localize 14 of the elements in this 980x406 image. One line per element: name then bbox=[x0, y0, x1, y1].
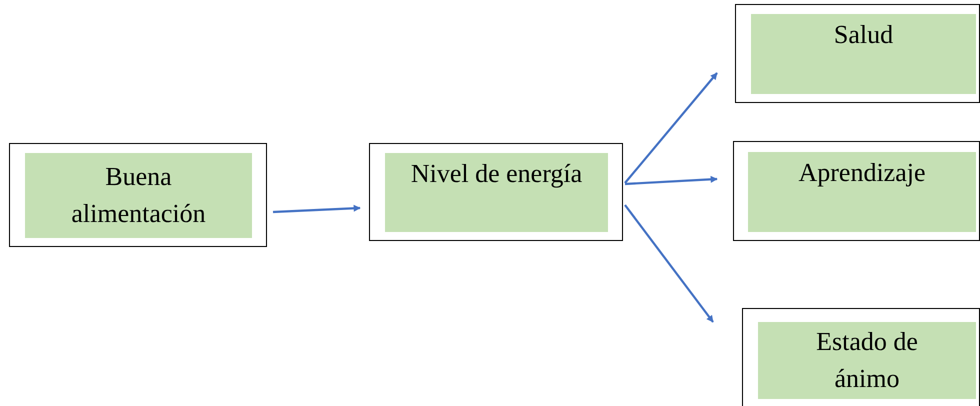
process-box bbox=[733, 141, 980, 241]
arrow bbox=[624, 204, 714, 323]
process-box bbox=[369, 143, 623, 241]
arrow bbox=[624, 72, 718, 184]
node-label: Nivel de energía bbox=[410, 158, 582, 190]
node-label: Salud bbox=[834, 19, 894, 51]
node-label: Estado de ánimo bbox=[815, 326, 919, 394]
process-box bbox=[9, 143, 267, 247]
process-box bbox=[742, 308, 980, 406]
process-box bbox=[735, 4, 980, 103]
arrow bbox=[272, 204, 361, 214]
node-label: Buena alimentación bbox=[70, 161, 207, 230]
node-label: Aprendizaje bbox=[798, 157, 926, 189]
arrow bbox=[624, 176, 718, 186]
